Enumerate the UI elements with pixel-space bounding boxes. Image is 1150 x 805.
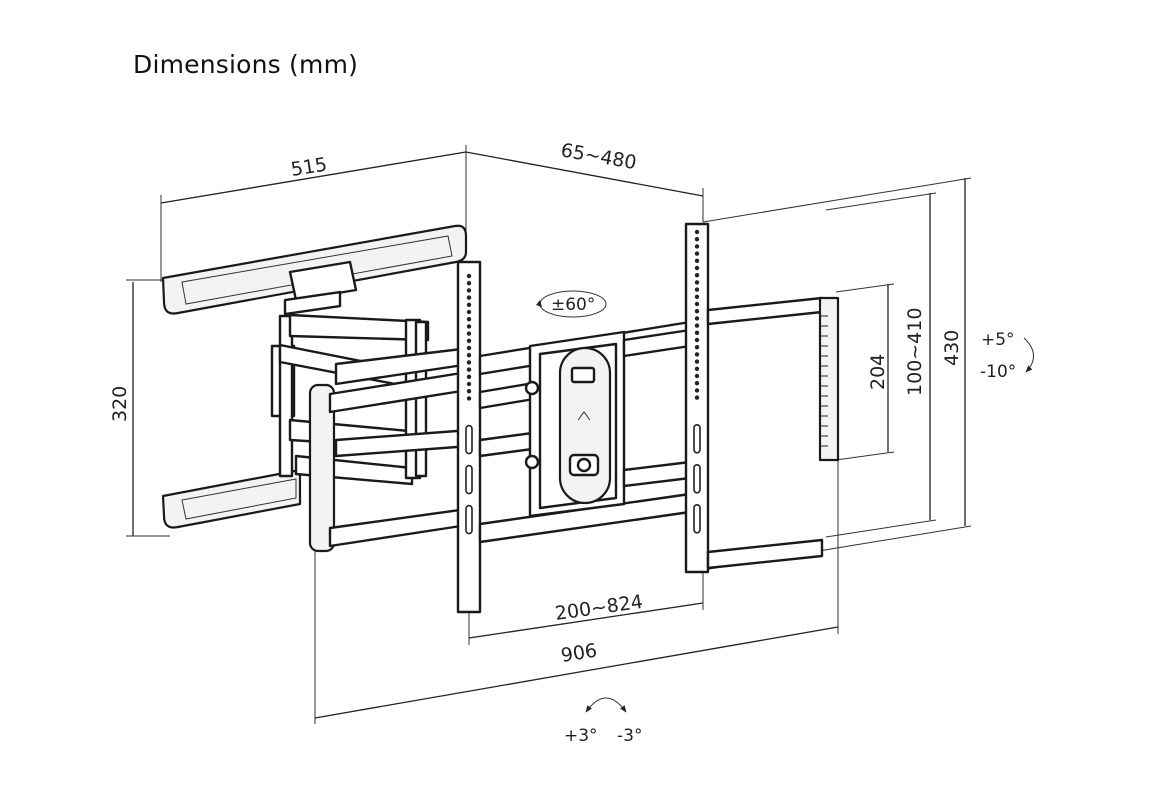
mount-hole <box>694 388 700 393</box>
level-plus-label: +3° <box>564 726 598 746</box>
mount-hole <box>694 301 700 307</box>
mount-hole <box>466 317 472 322</box>
mount-hole <box>694 345 700 350</box>
mount-hole <box>694 316 700 321</box>
dim-vesa-v-range: 100~410 <box>904 308 926 396</box>
mount-hole <box>694 229 700 235</box>
mount-hole <box>466 302 472 307</box>
mount-hole <box>694 323 700 328</box>
mount-slot <box>693 423 701 454</box>
mount-hole <box>466 324 472 329</box>
page-title: Dimensions (mm) <box>133 50 359 79</box>
mount-hole <box>466 331 472 336</box>
mount-hole <box>466 374 472 379</box>
mount-hole <box>694 381 700 386</box>
tilt-down-label: -10° <box>980 362 1016 382</box>
wall-rail-bottom <box>161 468 302 529</box>
swivel-indicator: ±60° <box>536 290 607 318</box>
mount-slot <box>465 504 473 535</box>
mount-hole <box>694 337 700 343</box>
mount-slot <box>693 463 701 494</box>
mount-hole <box>694 294 700 299</box>
vesa-strip-right <box>684 222 710 574</box>
dim-height-plate: 430 <box>941 330 963 366</box>
mount-hole <box>694 352 700 357</box>
dim-height-total: 320 <box>109 386 131 422</box>
front-handle-bar <box>308 369 476 553</box>
level-indicator: +3° -3° <box>564 697 642 746</box>
mount-hole <box>466 281 472 286</box>
dim-extension: 65~480 <box>559 139 638 174</box>
mount-hole <box>694 395 700 400</box>
mount-hole <box>466 295 472 300</box>
mount-hole <box>466 309 472 315</box>
mount-hole <box>466 288 472 293</box>
mount-slot <box>693 503 701 534</box>
mount-hole <box>694 359 700 364</box>
mount-hole <box>694 366 700 371</box>
mount-hole <box>466 389 472 394</box>
mount-hole <box>694 244 700 249</box>
mount-hole <box>466 367 472 372</box>
mount-hole <box>694 265 700 271</box>
dim-arm-depth: 515 <box>289 154 328 181</box>
center-plate <box>524 330 626 518</box>
vesa-strip-left <box>456 260 482 614</box>
mount-hole <box>466 273 472 279</box>
mount-hole <box>694 251 700 256</box>
mount-hole <box>694 287 700 292</box>
dim-width-total: 906 <box>559 640 598 667</box>
tilt-indicator: +5° -10° <box>980 330 1034 382</box>
mount-hole <box>466 360 472 365</box>
mount-slot <box>465 464 473 495</box>
frame-rails <box>622 328 692 488</box>
mount-hole <box>694 273 700 278</box>
mount-hole <box>466 345 472 351</box>
dim-vesa-v-small: 204 <box>867 354 889 390</box>
mount-hole <box>466 396 472 401</box>
mount-hole <box>466 381 472 387</box>
mount-hole <box>466 338 472 343</box>
mount-hole <box>466 353 472 358</box>
swivel-label: ±60° <box>551 295 595 315</box>
mount-hole <box>694 330 700 335</box>
dim-vesa-h: 200~824 <box>554 591 645 625</box>
mount-slot <box>465 424 473 455</box>
tilt-up-label: +5° <box>981 330 1015 350</box>
level-minus-label: -3° <box>617 726 642 746</box>
mount-hole <box>694 237 700 242</box>
mount-hole <box>694 373 700 379</box>
mount-hole <box>694 258 700 263</box>
tv-frame <box>706 296 840 570</box>
dimension-lines <box>126 145 972 724</box>
mount-hole <box>694 309 700 314</box>
mount-hole <box>694 280 700 285</box>
